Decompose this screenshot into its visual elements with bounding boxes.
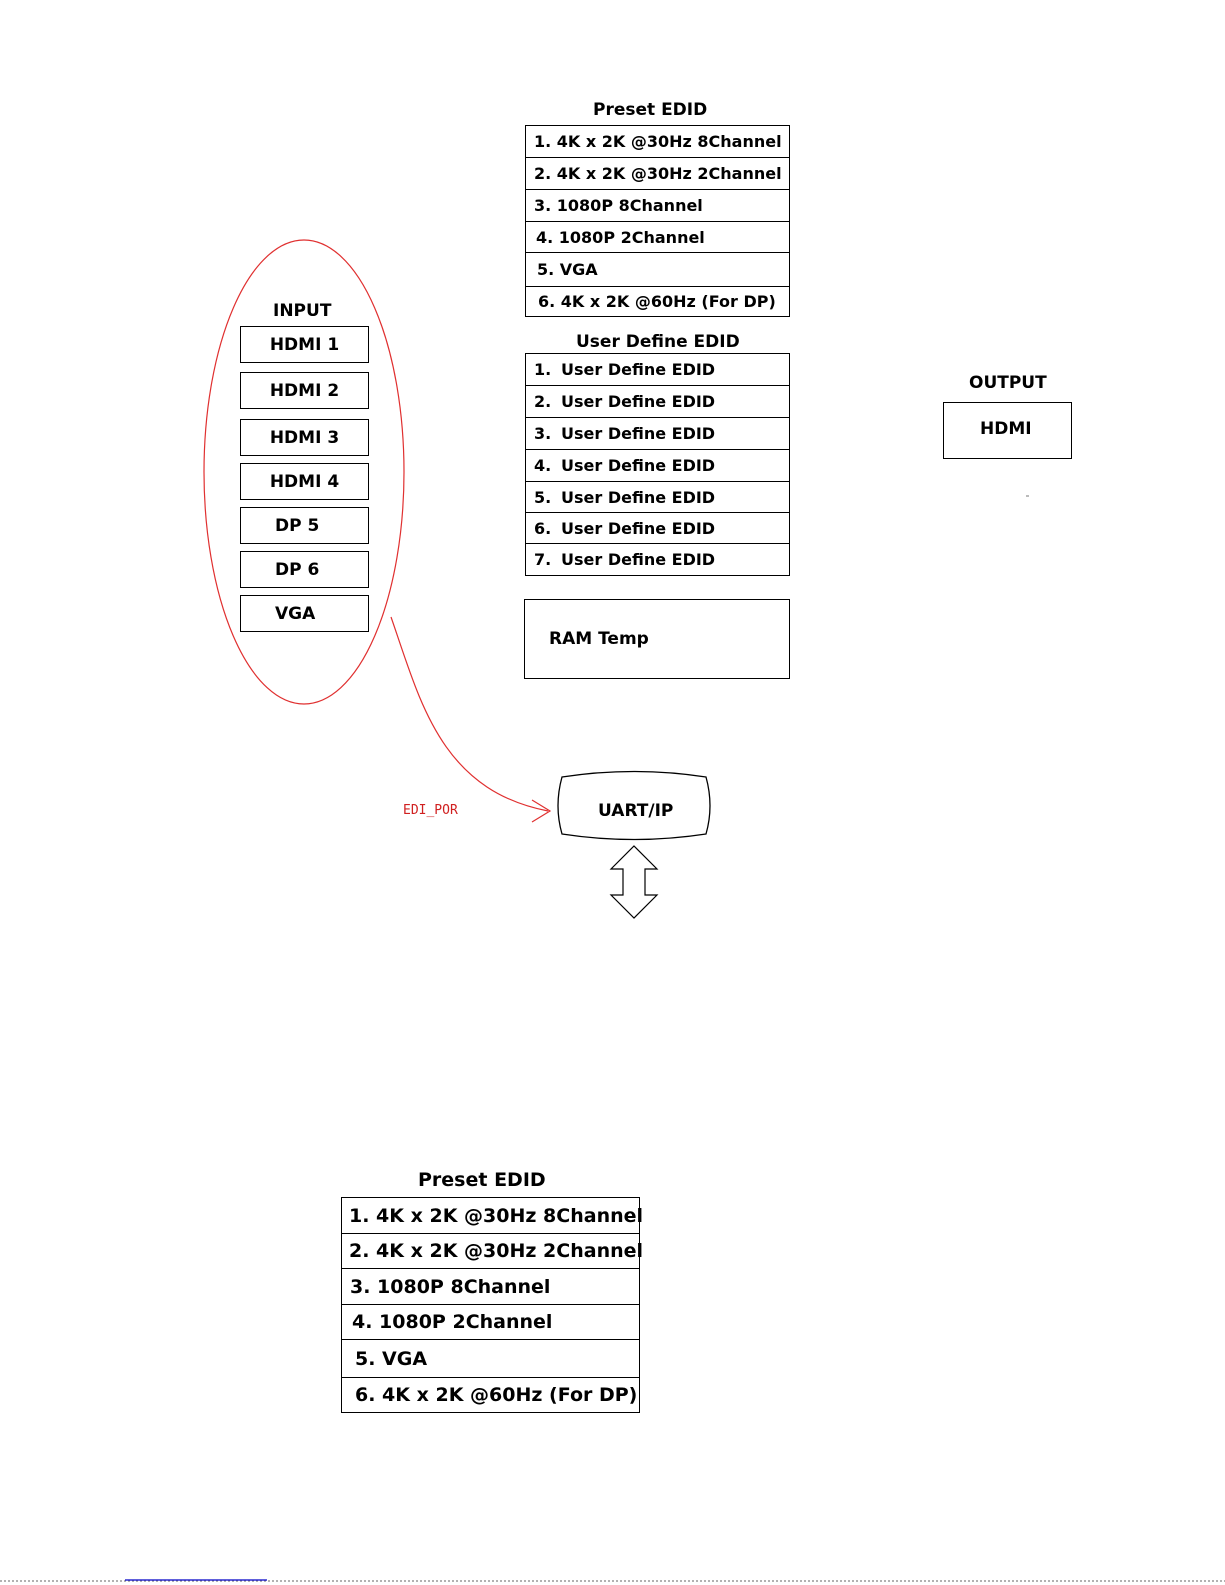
preset-edid-row: 1. 4K x 2K @30Hz 8Channel [526,126,789,158]
input-dp-6: DP 6 [240,551,369,588]
user-edid-title: User Define EDID [576,332,740,352]
user-edid-num: 6. [534,518,552,538]
output-hdmi-box: HDMI [943,402,1072,459]
user-edid-row: 1. User Define EDID [526,354,789,386]
uart-label: UART/IP [598,801,674,821]
user-edid-row: 3. User Define EDID [526,418,789,450]
connection-arrow-head [531,799,552,823]
input-hdmi-2: HDMI 2 [240,372,369,409]
preset-edid-item: 4. 1080P 2Channel [536,227,705,247]
user-edid-label: User Define EDID [561,550,716,569]
preset-edid-large-item: 2. 4K x 2K @30Hz 2Channel [349,1240,644,1262]
user-edid-num: 7. [534,550,552,569]
user-edid-num: 4. [534,456,552,475]
user-edid-row: 2. User Define EDID [526,386,789,418]
preset-edid-large-item: 1. 4K x 2K @30Hz 8Channel [349,1204,644,1227]
user-edid-label: User Define EDID [561,392,716,411]
preset-edid-large-item: 5. VGA [355,1347,428,1370]
user-edid-num: 2. [534,392,552,411]
user-edid-num: 3. [534,424,552,443]
input-title: INPUT [273,301,332,321]
preset-edid-large-item: 4. 1080P 2Channel [352,1311,553,1333]
uart-shape [557,770,711,841]
user-edid-label: User Define EDID [561,456,716,475]
user-edid-label: User Define EDID [561,360,716,379]
preset-edid-title: Preset EDID [593,100,708,120]
preset-edid-large-row: 4. 1080P 2Channel [342,1305,639,1340]
user-edid-num: 5. [534,487,552,507]
user-edid-row: 6. User Define EDID [526,513,789,544]
preset-edid-row: 3. 1080P 8Channel [526,190,789,222]
input-vga: VGA [240,595,369,632]
preset-edid-row: 4. 1080P 2Channel [526,222,789,253]
preset-edid-large-row: 2. 4K x 2K @30Hz 2Channel [342,1234,643,1269]
preset-edid-row: 5. VGA [526,253,789,287]
preset-edid-large-row: 3. 1080P 8Channel [342,1269,639,1305]
preset-edid-item: 3. 1080P 8Channel [534,196,703,215]
preset-edid-item: 6. 4K x 2K @60Hz (For DP) [538,292,776,311]
input-dp-5: DP 5 [240,507,369,544]
preset-edid-item: 5. VGA [537,260,598,279]
preset-edid-table: 1. 4K x 2K @30Hz 8Channel 2. 4K x 2K @30… [525,125,790,317]
output-title: OUTPUT [969,373,1047,393]
preset-edid-item: 2. 4K x 2K @30Hz 2Channel [534,164,782,183]
user-edid-label: User Define EDID [561,424,716,443]
input-hdmi-4: HDMI 4 [240,463,369,500]
preset-edid-large-row: 6. 4K x 2K @60Hz (For DP) [342,1378,639,1412]
preset-edid-row: 2. 4K x 2K @30Hz 2Channel [526,158,789,190]
preset-edid-item: 1. 4K x 2K @30Hz 8Channel [534,132,782,151]
input-hdmi-3: HDMI 3 [240,419,369,456]
input-group-ellipse [203,239,405,705]
preset-edid-large-title: Preset EDID [418,1169,546,1191]
preset-edid-row: 6. 4K x 2K @60Hz (For DP) [526,287,789,316]
preset-edid-large-item: 6. 4K x 2K @60Hz (For DP) [355,1384,638,1406]
ram-temp-label: RAM Temp [549,629,649,649]
arrow-label: EDI_POR [403,803,458,818]
user-edid-row: 5. User Define EDID [526,482,789,513]
ram-temp-box: RAM Temp [524,599,790,679]
user-edid-num: 1. [534,360,552,379]
user-edid-row: 4. User Define EDID [526,450,789,482]
output-hdmi-label: HDMI [980,419,1032,439]
connection-arrow-line [390,616,549,812]
user-edid-label: User Define EDID [561,487,716,507]
user-edid-row: 7. User Define EDID [526,544,789,575]
preset-edid-large-table: 1. 4K x 2K @30Hz 8Channel 2. 4K x 2K @30… [341,1197,643,1413]
preset-edid-large-item: 3. 1080P 8Channel [350,1275,551,1298]
preset-edid-large-row: 5. VGA [342,1340,639,1378]
user-edid-table: 1. User Define EDID 2. User Define EDID 3.… [525,353,790,576]
user-edid-label: User Define EDID [561,518,716,538]
preset-edid-large-row: 1. 4K x 2K @30Hz 8Channel [342,1198,643,1234]
bidirectional-arrow-icon [609,845,659,919]
input-hdmi-1: HDMI 1 [240,326,369,363]
